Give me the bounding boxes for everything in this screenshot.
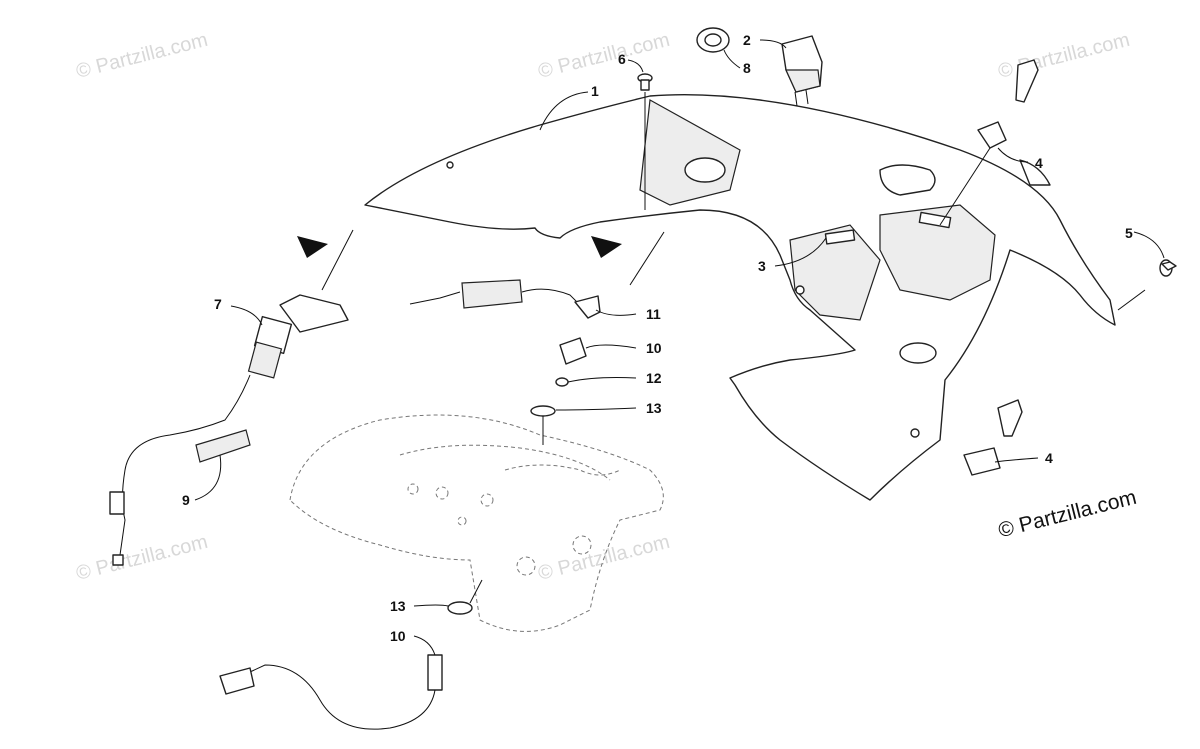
callout-4-upper: 4 bbox=[1035, 155, 1043, 171]
callout-6: 6 bbox=[618, 51, 626, 67]
callout-7: 7 bbox=[214, 296, 222, 312]
callout-4-lower: 4 bbox=[1045, 450, 1053, 466]
cap-upper bbox=[559, 337, 587, 365]
small-screw bbox=[555, 377, 569, 387]
sensor-cable bbox=[219, 654, 443, 730]
grommet bbox=[696, 27, 730, 53]
watermark: © Partzilla.com bbox=[74, 29, 210, 83]
tether-cord bbox=[409, 279, 601, 319]
screw-clip-upper bbox=[939, 59, 1039, 226]
callout-10-lower: 10 bbox=[390, 628, 406, 644]
callout-5: 5 bbox=[1125, 225, 1133, 241]
callout-2: 2 bbox=[743, 32, 751, 48]
screw bbox=[637, 73, 653, 210]
console-panel bbox=[364, 93, 1116, 501]
watermark: © Partzilla.com bbox=[536, 29, 672, 83]
arrow-center bbox=[591, 236, 622, 258]
direction-arrows bbox=[297, 229, 1146, 311]
screw-clip-lower bbox=[963, 399, 1023, 476]
callouts: 1 2 3 4 4 5 6 7 8 9 10 10 11 12 13 13 bbox=[182, 32, 1133, 644]
callout-12: 12 bbox=[646, 370, 662, 386]
push-rivet bbox=[1159, 259, 1177, 277]
callout-13-lower: 13 bbox=[390, 598, 406, 614]
ignition-switch bbox=[109, 294, 349, 566]
o-ring-lower bbox=[447, 579, 483, 615]
callout-10-upper: 10 bbox=[646, 340, 662, 356]
callout-8: 8 bbox=[743, 60, 751, 76]
relay-switch bbox=[781, 35, 823, 107]
arrow-left bbox=[297, 236, 328, 258]
watermark: © Partzilla.com bbox=[996, 29, 1132, 83]
callout-3: 3 bbox=[758, 258, 766, 274]
callout-leaders bbox=[194, 39, 1165, 656]
callout-13-upper: 13 bbox=[646, 400, 662, 416]
o-ring-upper bbox=[530, 405, 556, 445]
watermark: © Partzilla.com bbox=[74, 531, 210, 585]
callout-11: 11 bbox=[646, 306, 661, 322]
callout-1: 1 bbox=[591, 83, 599, 99]
coil-sleeve bbox=[195, 429, 251, 463]
callout-9: 9 bbox=[182, 492, 190, 508]
ghost-frame bbox=[289, 414, 664, 632]
